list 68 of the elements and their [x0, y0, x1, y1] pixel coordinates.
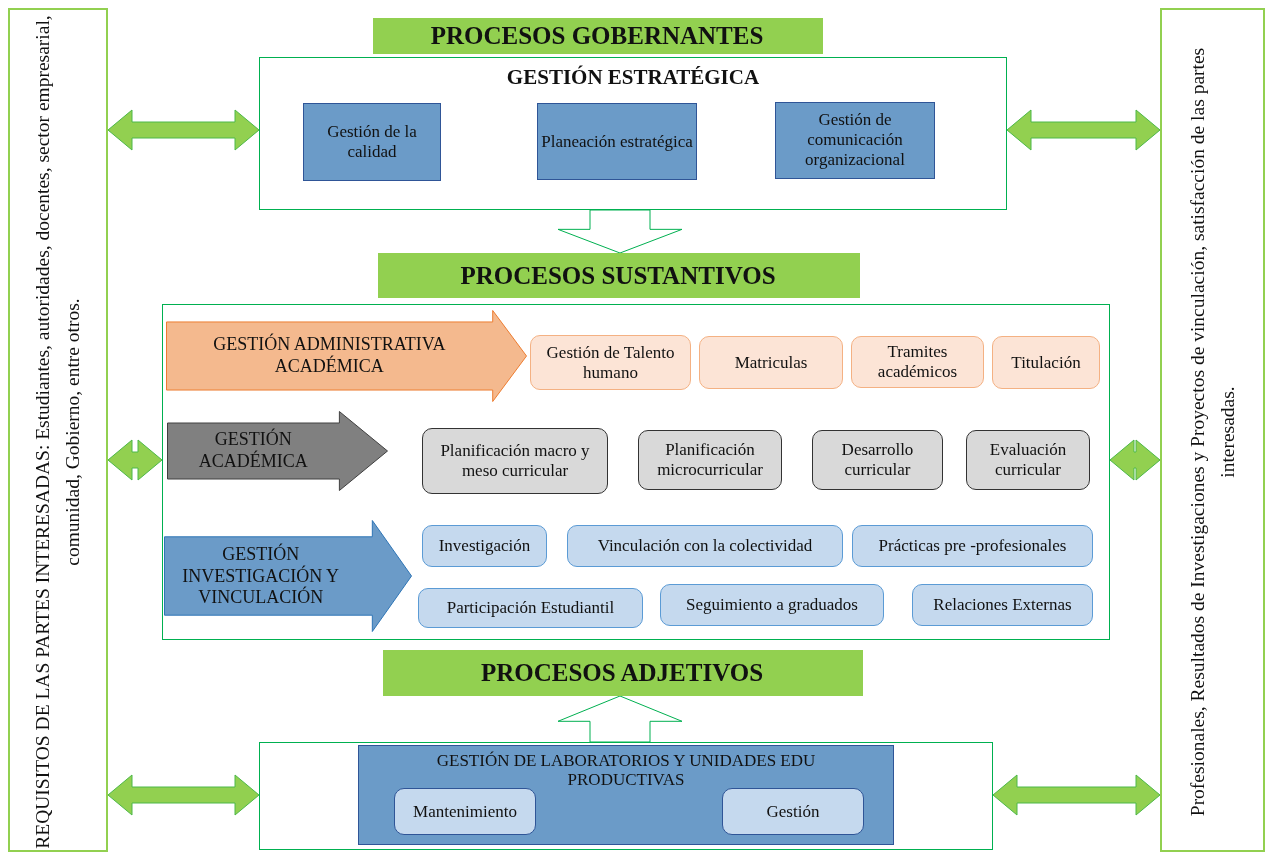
process-pentagon	[166, 310, 527, 402]
process-label: Matriculas	[733, 352, 809, 373]
process-box	[966, 430, 1090, 490]
stakeholder-panel	[1160, 8, 1265, 852]
process-label: Planeación estratégica	[540, 131, 694, 152]
process-label: Investigación	[437, 535, 532, 557]
process-label: GESTIÓN ADMINISTRATIVA ACADÉMICA	[212, 334, 447, 378]
process-label: Seguimiento a graduados	[685, 594, 859, 616]
process-box	[699, 336, 843, 389]
stakeholder-panel	[8, 8, 108, 852]
section-banner	[373, 18, 823, 54]
process-box	[303, 103, 441, 181]
process-box	[358, 745, 894, 845]
double-arrow	[992, 774, 1161, 816]
process-label: Participación Estudiantil	[445, 597, 616, 619]
process-label: Titulación	[1010, 352, 1082, 373]
process-box	[852, 525, 1093, 567]
section-title: PROCESOS ADJETIVOS	[479, 658, 765, 688]
process-box	[422, 428, 608, 494]
process-box	[722, 788, 864, 835]
block-arrow	[557, 209, 683, 254]
stakeholder-text: Profesionales, Resultados de Investigaciones y Proyectos de vinculación, satisfacción de las partes interesadas.	[1185, 46, 1239, 819]
process-label: Desarrollo curricular	[840, 439, 915, 481]
process-label: Gestión de Talento humano	[545, 342, 676, 383]
process-label: Evaluación curricular	[988, 439, 1068, 481]
process-label: GESTIÓN DE LABORATORIOS Y UNIDADES EDU PRODUCTIVAS	[435, 752, 817, 790]
process-box	[530, 335, 691, 390]
process-label: Prácticas pre -profesionales	[877, 535, 1068, 557]
block-arrow	[557, 695, 683, 743]
process-box	[638, 430, 782, 490]
process-label: GESTIÓN INVESTIGACIÓN Y VINCULACIÓN	[181, 543, 341, 609]
process-box	[537, 103, 697, 180]
process-box	[422, 525, 547, 567]
process-label: Planificación microcurricular	[656, 439, 764, 481]
process-box	[394, 788, 536, 835]
group-frame	[259, 742, 993, 850]
process-label: GESTIÓN ACADÉMICA	[197, 429, 309, 473]
process-box	[567, 525, 843, 567]
process-box	[660, 584, 884, 626]
process-label: Gestión de comunicación organizacional	[804, 109, 906, 172]
section-title: PROCESOS GOBERNANTES	[429, 21, 765, 51]
process-group-box	[259, 57, 1007, 210]
section-banner	[383, 650, 863, 696]
process-label: Gestión	[765, 801, 821, 822]
section-title: PROCESOS SUSTANTIVOS	[459, 260, 777, 291]
double-arrow	[1109, 439, 1161, 481]
process-pentagon	[167, 411, 388, 491]
double-arrow	[107, 109, 260, 151]
double-arrow	[1006, 109, 1161, 151]
process-box	[812, 430, 943, 490]
process-label: Tramites académicos	[876, 341, 959, 383]
double-arrow	[107, 774, 260, 816]
process-box	[912, 584, 1093, 626]
process-label: Relaciones Externas	[932, 594, 1073, 616]
stakeholder-text: REQUISITOS DE LAS PARTES INTERESADAS: Estudiantes, autoridades, docentes, sector empresarial, comunidad, Gobierno, entre otros.	[31, 14, 84, 851]
section-banner	[378, 253, 860, 298]
process-box	[851, 336, 984, 388]
process-label: Gestión de la calidad	[326, 121, 418, 163]
process-pentagon	[164, 520, 412, 632]
process-box	[775, 102, 935, 179]
double-arrow	[107, 439, 163, 481]
process-box	[992, 336, 1100, 389]
process-label: GESTIÓN ESTRATÉGICA	[505, 66, 761, 90]
process-label: Planificación macro y meso curricular	[439, 440, 591, 482]
process-label: Vinculación con la colectividad	[596, 535, 814, 557]
group-frame	[162, 304, 1110, 640]
process-label: Mantenimiento	[412, 801, 518, 822]
process-box	[418, 588, 643, 628]
